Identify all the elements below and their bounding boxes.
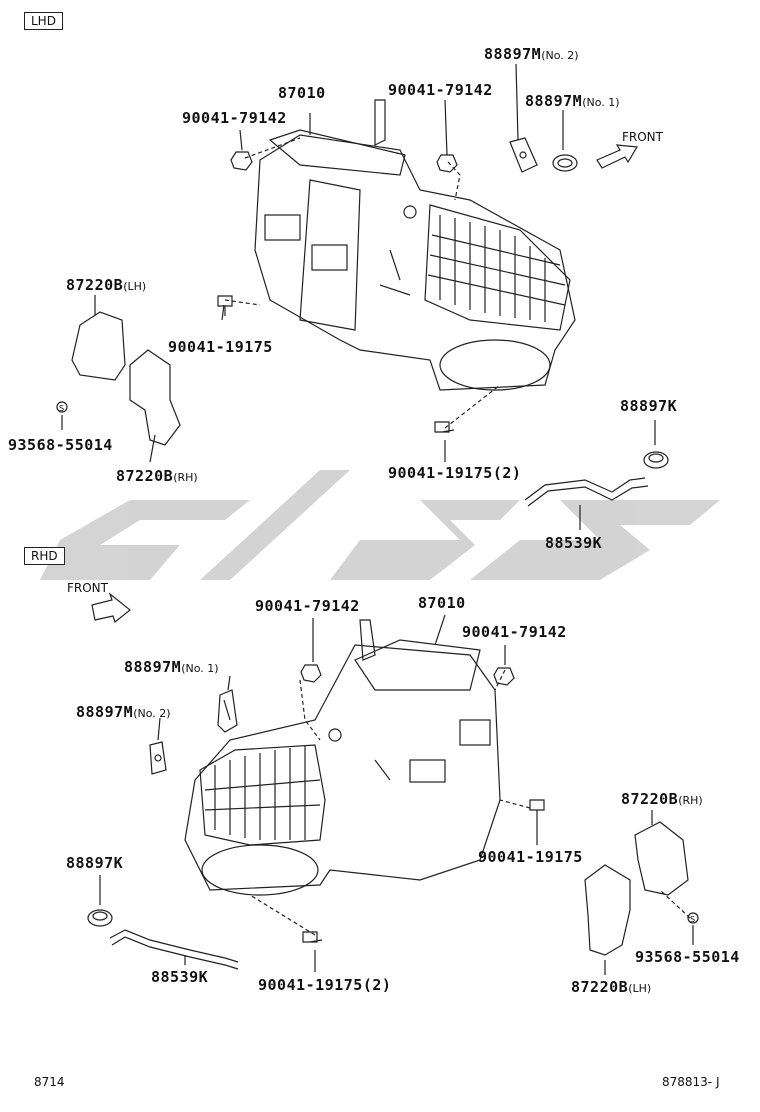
lhd-section-label: LHD	[24, 12, 63, 30]
lhd-label-87220B-rh: 87220B(RH)	[116, 467, 198, 485]
lhd-duct-lh	[71, 311, 126, 381]
rhd-label-90041-19175-2: 90041-19175(2)	[258, 976, 392, 994]
rhd-label-87220B-lh: 87220B(LH)	[571, 978, 652, 996]
rhd-label-93568-55014: 93568-55014	[635, 948, 740, 966]
lhd-screws	[217, 295, 455, 433]
rhd-drain-hose	[109, 929, 239, 970]
lhd-packing-no2	[509, 137, 538, 173]
rhd-label-88897M-no2: 88897M(No. 2)	[76, 703, 171, 721]
lhd-label-88539K: 88539K	[545, 534, 603, 552]
footer-left-code: 8714	[34, 1075, 65, 1089]
rhd-clip-letter: S	[690, 915, 695, 924]
lhd-label-87220B-lh: 87220B(LH)	[66, 276, 147, 294]
rhd-solid-leaders	[99, 614, 694, 975]
lhd-label-88897M-no1: 88897M(No. 1)	[525, 92, 620, 110]
rhd-label-90041-19175: 90041-19175	[478, 848, 583, 866]
lhd-label-90041-19175: 90041-19175	[168, 338, 273, 356]
rhd-packing-no1	[217, 689, 238, 733]
rhd-label-88897M-no1: 88897M(No. 1)	[124, 658, 219, 676]
rhd-leaders	[249, 669, 691, 936]
lhd-label-93568-55014: 93568-55014	[8, 436, 113, 454]
rhd-front-label: FRONT	[67, 581, 108, 595]
lhd-duct-rh	[129, 349, 181, 446]
lhd-solid-leaders	[61, 63, 656, 530]
rhd-label-90041-79142-right: 90041-79142	[462, 623, 567, 641]
rhd-label-88539K: 88539K	[151, 968, 209, 986]
lhd-leaders	[224, 137, 501, 429]
rhd-label-88897K: 88897K	[66, 854, 124, 872]
lhd-front-arrow	[596, 144, 639, 169]
lhd-label-87010: 87010	[278, 84, 326, 102]
rhd-grommet-nuts	[300, 664, 515, 686]
lhd-clip	[56, 401, 68, 413]
rhd-drain-grommet	[87, 909, 113, 927]
lhd-label-90041-19175-2: 90041-19175(2)	[388, 464, 522, 482]
lhd-drain-grommet	[643, 451, 669, 469]
rhd-section-label: RHD	[24, 547, 65, 565]
lhd-packing-no1	[552, 154, 578, 172]
rhd-clip	[687, 912, 699, 924]
lhd-front-label: FRONT	[622, 130, 663, 144]
lhd-clip-letter: S	[59, 404, 64, 413]
lhd-label-88897M-no2: 88897M(No. 2)	[484, 45, 579, 63]
rhd-duct-rh	[634, 821, 689, 896]
rhd-front-arrow	[91, 592, 131, 624]
footer-right-code: 878813- J	[662, 1075, 720, 1089]
lhd-label-88897K: 88897K	[620, 397, 678, 415]
rhd-packing-no2	[149, 741, 167, 775]
lhd-label-90041-79142-right: 90041-79142	[388, 81, 493, 99]
watermark-logo	[40, 470, 720, 580]
lhd-label-90041-79142-left: 90041-79142	[182, 109, 287, 127]
lhd-heater-unit	[254, 99, 576, 391]
lhd-drain-hose	[524, 477, 649, 507]
lhd-grommet-nuts	[230, 151, 458, 173]
rhd-heater-unit	[184, 619, 501, 896]
rhd-screws	[302, 799, 545, 943]
rhd-duct-lh	[584, 864, 631, 956]
rhd-label-90041-79142-left: 90041-79142	[255, 597, 360, 615]
rhd-label-87010: 87010	[418, 594, 466, 612]
rhd-label-87220B-rh: 87220B(RH)	[621, 790, 703, 808]
